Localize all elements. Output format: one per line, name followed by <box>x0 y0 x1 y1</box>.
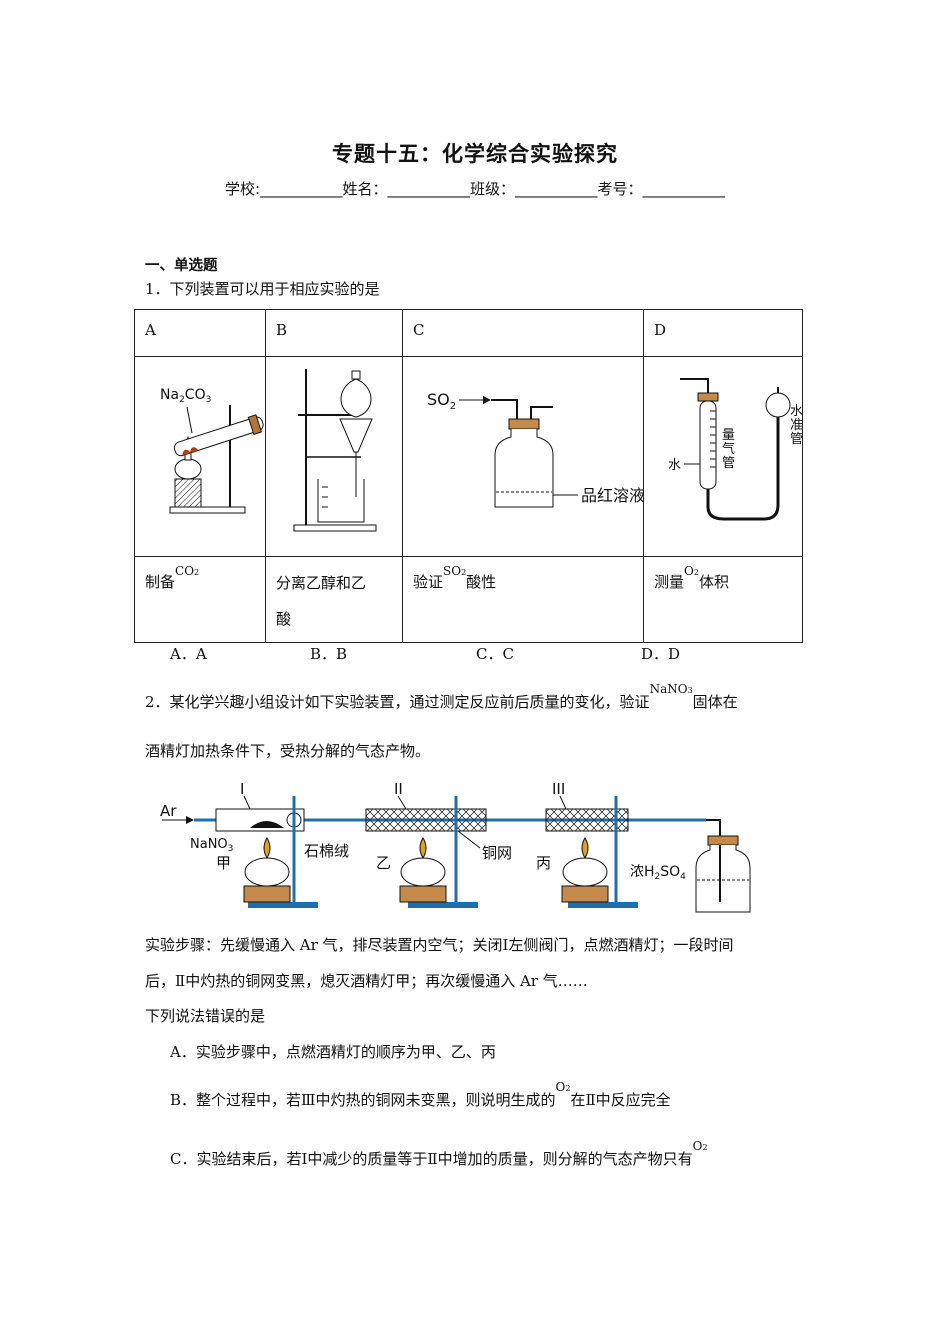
figure-b-separatory-funnel <box>293 369 377 532</box>
svg-text:石棉绒: 石棉绒 <box>304 842 349 860</box>
question-2-stem-cont: 酒精灯加热条件下，受热分解的气态产物。 <box>145 742 431 760</box>
svg-text:水: 水 <box>790 404 802 419</box>
label-a: 制备CO2 <box>134 556 266 643</box>
svg-text:丙: 丙 <box>536 854 551 872</box>
question-1-stem: 1．下列装置可以用于相应实验的是 <box>145 280 380 298</box>
svg-text:甲: 甲 <box>216 854 231 872</box>
figure-d-cell: 量 气 管 水 水 准 管 <box>643 356 803 557</box>
class-field: 班级：___________ <box>470 180 598 198</box>
svg-text:SO2: SO2 <box>427 390 456 412</box>
svg-text:管: 管 <box>790 432 802 447</box>
figure-a-cell: Na2CO3 <box>134 356 266 557</box>
header-d: D <box>643 309 803 357</box>
figure-b-cell <box>265 356 403 557</box>
figure-c-cell: SO2 品红溶液 <box>402 356 645 557</box>
q2-option-a[interactable]: A．实验步骤中，点燃酒精灯的顺序为甲、乙、丙 <box>170 1043 496 1061</box>
svg-text:乙: 乙 <box>376 854 391 872</box>
question-2-ask: 下列说法错误的是 <box>145 1007 266 1025</box>
figure-c-gas-washing-bottle: SO2 品红溶液 <box>427 390 645 508</box>
label-b: 分离乙醇和乙酸 <box>265 556 403 643</box>
q2-option-b[interactable]: B．整个过程中，若Ⅲ中灼热的铜网未变黑，则说明生成的O2在Ⅱ中反应完全 <box>170 1080 671 1109</box>
name-field: 姓名：___________ <box>342 180 471 198</box>
svg-text:II: II <box>394 780 403 798</box>
svg-text:NaNO3: NaNO3 <box>190 837 233 854</box>
svg-text:量: 量 <box>722 428 735 443</box>
section-heading: 一、单选题 <box>145 258 218 274</box>
header-c: C <box>402 309 644 357</box>
page-title: 专题十五：化学综合实验探究 <box>332 142 618 166</box>
label-c: 验证SO2酸性 <box>402 556 644 643</box>
svg-text:水: 水 <box>668 458 681 473</box>
q1-choice-a[interactable]: A．A <box>170 645 207 663</box>
label-d: 测量O2体积 <box>643 556 803 643</box>
svg-text:品红溶液: 品红溶液 <box>581 486 643 505</box>
figure-d-gas-measuring-tube: 量 气 管 水 水 准 管 <box>668 378 803 521</box>
svg-text:管: 管 <box>722 456 735 471</box>
q1-choice-b[interactable]: B．B <box>310 645 348 663</box>
school-field: 学校:___________ <box>224 180 343 198</box>
question-2-steps-line-1: 实验步骤：先缓慢通入 Ar 气，排尽装置内空气；关闭Ⅰ左侧阀门，点燃酒精灯；一段… <box>145 936 734 954</box>
question-2-stem: 2．某化学兴趣小组设计如下实验装置，通过测定反应前后质量的变化，验证NaNO3固… <box>145 682 738 711</box>
svg-text:浓H2SO4: 浓H2SO4 <box>630 864 686 882</box>
question-1-table: A B C D Na2CO3 <box>134 309 803 643</box>
svg-text:Ar: Ar <box>160 802 177 820</box>
figure-a-heating-apparatus: Na2CO3 <box>160 387 264 514</box>
svg-text:I: I <box>240 780 244 798</box>
q2-option-c[interactable]: C．实验结束后，若Ⅰ中减少的质量等于Ⅱ中增加的质量，则分解的气态产物只有O2 <box>170 1139 708 1168</box>
svg-text:III: III <box>552 780 565 798</box>
svg-text:铜网: 铜网 <box>482 844 512 862</box>
header-b: B <box>265 309 403 357</box>
svg-text:准: 准 <box>790 418 802 433</box>
q1-choice-c[interactable]: C．C <box>476 645 514 663</box>
student-info-line: 学校:___________姓名：___________班级：_________… <box>0 178 950 199</box>
exam-number-field: 考号：___________ <box>597 180 726 198</box>
question-2-steps-line-2: 后，Ⅱ中灼热的铜网变黑，熄灭酒精灯甲；再次缓慢通入 Ar 气…… <box>145 972 588 990</box>
svg-text:Na2CO3: Na2CO3 <box>160 387 211 405</box>
header-a: A <box>134 309 266 357</box>
svg-text:气: 气 <box>722 441 735 457</box>
question-2-apparatus-figure: Ar I NaNO3 石棉绒 II III 铜网 <box>160 780 751 913</box>
q1-choice-d[interactable]: D．D <box>641 645 681 663</box>
